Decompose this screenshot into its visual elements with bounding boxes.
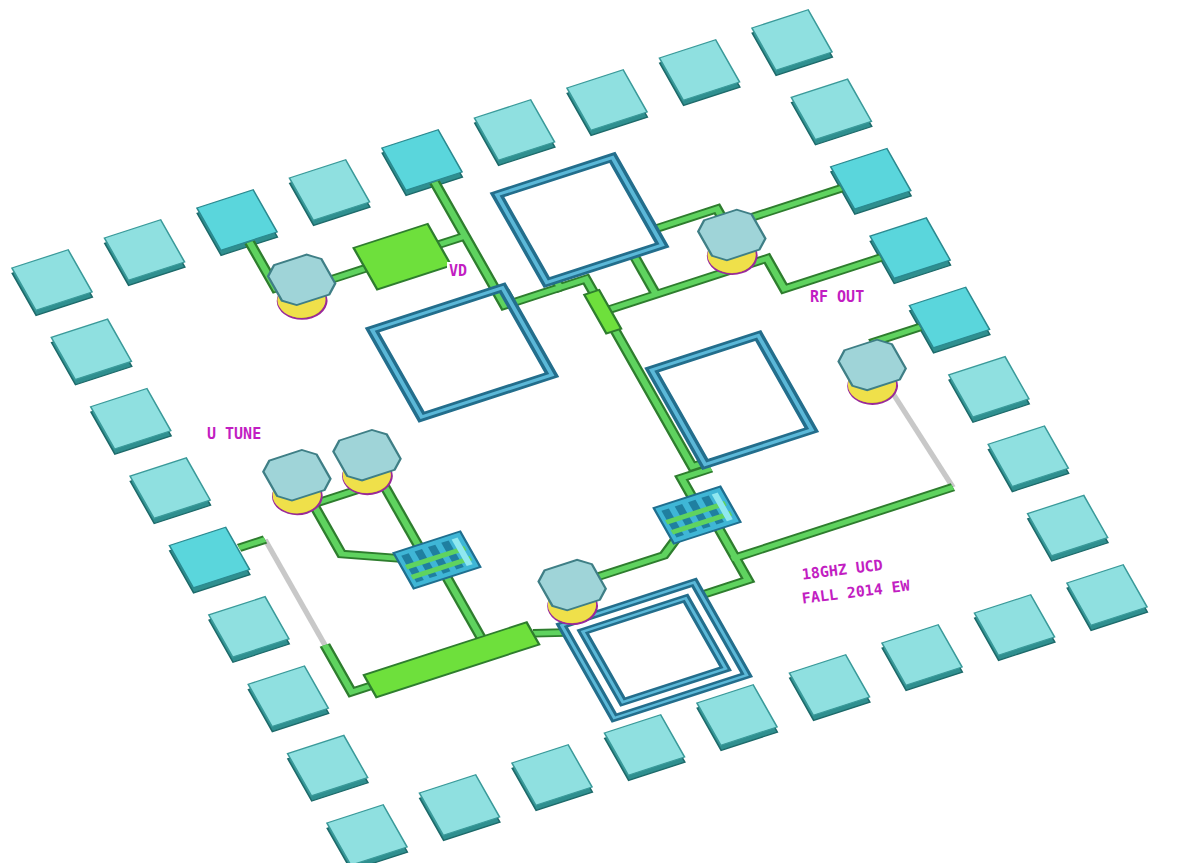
- traces: [94, 72, 1014, 715]
- chip-plane: [10, 10, 1150, 863]
- signal-label: U TUNE: [205, 425, 263, 443]
- via-holes: [161, 108, 977, 688]
- bond-pads: [10, 10, 1150, 863]
- mim-capacitors: [158, 187, 760, 697]
- spiral-inductors: [327, 145, 919, 724]
- supply-label: VD: [447, 262, 469, 280]
- chip-title: 18GHZ UCD: [799, 556, 886, 584]
- signal-label: RF OUT: [808, 288, 866, 306]
